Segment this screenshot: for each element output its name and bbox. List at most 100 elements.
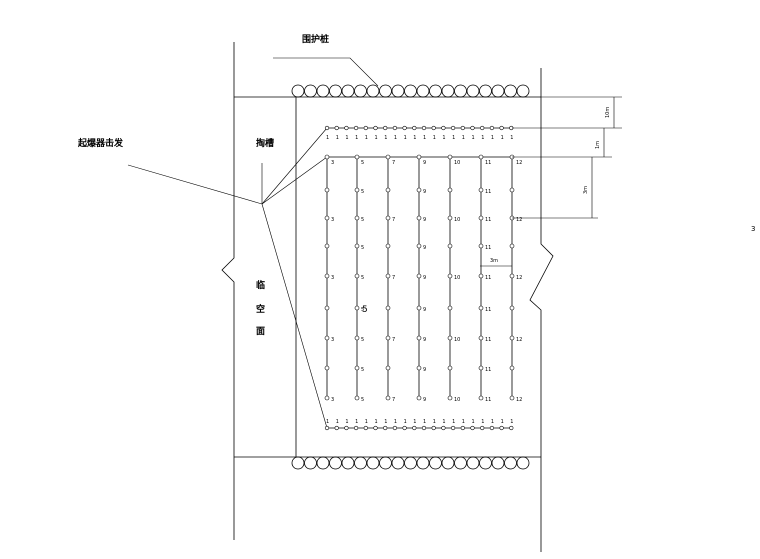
column-hole-label: 3	[331, 275, 334, 281]
column-hole	[385, 215, 391, 221]
column-top-label: 12	[516, 160, 522, 166]
column-hole-label: 9	[423, 337, 426, 343]
column-hole-label: 10	[454, 337, 460, 343]
column-hole	[416, 215, 422, 221]
buffer-hole-delay: 1	[462, 135, 465, 141]
bottom-hole	[460, 425, 465, 431]
column-hole	[416, 305, 422, 311]
bottom-hole-delay: 1	[394, 419, 397, 425]
retaining-pile	[291, 456, 305, 470]
buffer-hole-delay: 1	[326, 135, 329, 141]
column-hole	[447, 335, 453, 341]
retaining-pile	[441, 84, 455, 98]
retaining-pile	[304, 456, 317, 470]
retaining-wall-callout: 围护桩	[273, 33, 379, 87]
bottom-hole-delay: 1	[481, 419, 484, 425]
column-hole-label: 3	[331, 337, 334, 343]
column-hole-label: 7	[392, 397, 395, 403]
free-face-char-1: 临	[256, 279, 265, 291]
retaining-pile	[316, 456, 330, 470]
buffer-hole-delay: 1	[355, 135, 358, 141]
column-hole	[385, 273, 391, 279]
buffer-hole	[412, 125, 417, 131]
column-hole	[447, 215, 453, 221]
buffer-hole	[470, 125, 475, 131]
column-hole	[447, 305, 453, 311]
bottom-hole	[373, 425, 378, 431]
bottom-hole-delay: 1	[384, 419, 387, 425]
bottom-hole-delay: 1	[404, 419, 407, 425]
bottom-hole-delay: 1	[452, 419, 455, 425]
bottom-hole-delay: 1	[326, 419, 329, 425]
column-hole-label: 11	[485, 245, 491, 251]
bottom-hole-delay: 1	[423, 419, 426, 425]
column-hole	[385, 243, 391, 249]
retaining-pile	[354, 84, 367, 98]
column-top-hole	[478, 154, 484, 160]
bottom-hole	[499, 425, 504, 431]
buffer-hole-delay: 1	[491, 135, 494, 141]
column-hole-label: 9	[423, 275, 426, 281]
buffer-hole	[324, 125, 330, 131]
retaining-pile	[341, 456, 355, 470]
bottom-hole-delay: 1	[413, 419, 416, 425]
column-hole	[416, 395, 422, 401]
column-hole	[416, 187, 422, 193]
retaining-pile-row-top	[291, 84, 530, 98]
hole-columns: 3333355555555577777999999999101010101011…	[324, 154, 522, 403]
dim-column-height: 3m	[583, 186, 589, 194]
column-hole	[354, 305, 360, 311]
buffer-hole-delay: 1	[501, 135, 504, 141]
buffer-hole	[460, 125, 465, 131]
column-hole	[385, 187, 391, 193]
retaining-pile	[429, 84, 442, 98]
buffer-hole-delay: 1	[452, 135, 455, 141]
retaining-pile	[329, 456, 342, 470]
retaining-pile	[504, 84, 517, 98]
column-top-label: 9	[423, 160, 426, 166]
buffer-hole	[499, 125, 504, 131]
bottom-hole	[470, 425, 475, 431]
bottom-hole	[354, 425, 359, 431]
column-hole	[385, 335, 391, 341]
column-hole	[416, 273, 422, 279]
column-hole-label: 5	[361, 307, 364, 313]
column-hole-label: 9	[423, 307, 426, 313]
retaining-pile	[479, 456, 492, 470]
column-hole	[447, 273, 453, 279]
column-hole	[478, 215, 484, 221]
column-hole-label: 3	[331, 397, 334, 403]
column-hole	[509, 305, 515, 311]
retaining-pile	[404, 84, 417, 98]
retaining-pile-row-bottom	[291, 456, 530, 470]
column-top-hole	[416, 154, 422, 160]
detonator-label: 起爆器击发	[77, 137, 124, 149]
bottom-hole	[431, 425, 436, 431]
retaining-pile	[391, 84, 405, 98]
buffer-hole-delay: 1	[481, 135, 484, 141]
retaining-pile	[516, 84, 530, 98]
buffer-hole	[480, 125, 485, 131]
buffer-hole-delay: 1	[433, 135, 436, 141]
buffer-hole-delay: 1	[336, 135, 339, 141]
bottom-hole	[392, 425, 398, 431]
retaining-pile	[466, 456, 480, 470]
buffer-hole	[402, 125, 407, 131]
column-hole	[354, 273, 360, 279]
bottom-hole-delay: 1	[491, 419, 494, 425]
buffer-hole	[441, 125, 446, 131]
column-top-label: 7	[392, 160, 395, 166]
detonator-wiring: 起爆器击发 掏槽	[77, 127, 328, 429]
bottom-hole	[480, 425, 485, 431]
column-hole-label: 7	[392, 275, 395, 281]
bottom-hole-delay: 1	[510, 419, 513, 425]
column-hole	[447, 395, 453, 401]
buffer-hole-delay: 1	[365, 135, 368, 141]
column-hole-label: 12	[516, 337, 522, 343]
buffer-hole	[373, 125, 378, 131]
column-hole-label: 11	[485, 189, 491, 195]
column-hole-label: 5	[361, 397, 364, 403]
retaining-pile	[491, 84, 505, 98]
